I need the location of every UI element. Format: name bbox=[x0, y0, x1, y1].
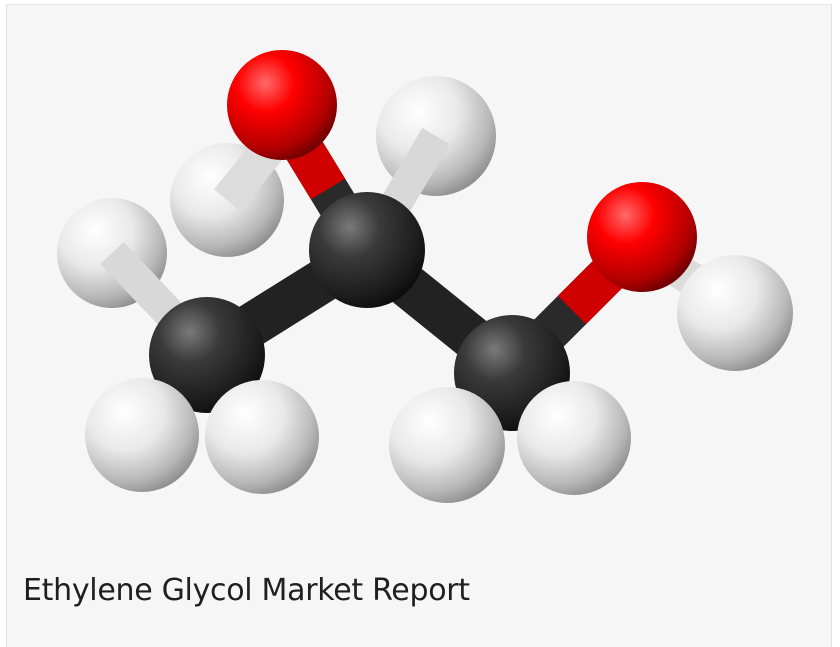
hydrogen-atom bbox=[677, 255, 793, 371]
molecule-image bbox=[7, 5, 833, 545]
image-caption: Ethylene Glycol Market Report bbox=[23, 573, 470, 608]
hydrogen-atom bbox=[205, 380, 319, 494]
image-card: Ethylene Glycol Market Report bbox=[6, 4, 832, 647]
hydrogen-atom bbox=[85, 378, 199, 492]
hydrogen-atom bbox=[389, 387, 505, 503]
molecule-model-svg bbox=[57, 50, 793, 503]
carbon-atom bbox=[309, 192, 425, 308]
hydrogen-atom bbox=[517, 381, 631, 495]
oxygen-atom bbox=[227, 50, 337, 160]
carbon-atom bbox=[149, 297, 265, 413]
oxygen-atom bbox=[587, 182, 697, 292]
